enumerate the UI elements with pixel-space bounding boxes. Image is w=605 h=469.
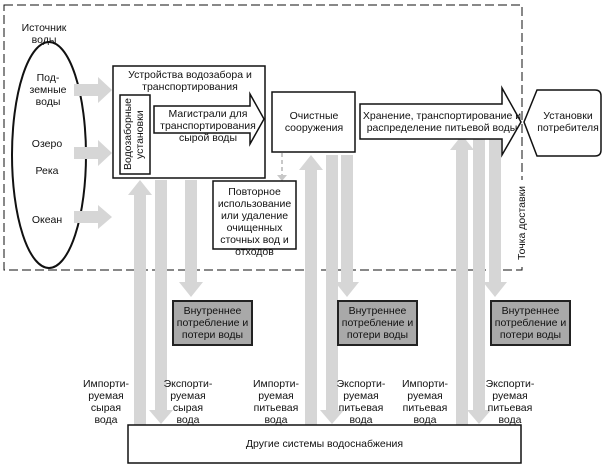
source-arrows	[74, 77, 112, 229]
intake-installations-label: Водозаборные установки	[122, 98, 146, 171]
other-systems-label: Другие системы водоснабжения	[245, 438, 404, 450]
internal-losses-box-1: Внутреннее потребление и потери воды	[172, 300, 253, 346]
internal-losses-box-3: Внутреннее потребление и потери воды	[490, 300, 571, 346]
source-groundwater: Под-земные воды	[29, 72, 67, 108]
treatment-label: Очистные сооружения	[284, 110, 344, 134]
other-systems-box	[127, 424, 522, 464]
consumer-shape	[523, 89, 602, 157]
source-lake: Озеро	[31, 138, 63, 150]
source-river: Река	[35, 165, 59, 177]
arrow-loss-1	[179, 180, 203, 297]
flow-export-potable-1: Экспорти-руемая питьевая вода	[336, 378, 386, 426]
flow-import-potable-1: Импорти-руемая питьевая вода	[252, 378, 300, 426]
system-boundary	[3, 4, 523, 271]
arrow-import-raw	[128, 180, 152, 425]
distribution-label: Хранение, транспортирование и распределе…	[362, 110, 522, 134]
reuse-label: Повторное использование или удаление очи…	[217, 186, 292, 258]
arrow-export-potable-2-shaft	[473, 135, 485, 410]
consumer-label: Установки потребителя	[537, 110, 599, 134]
arrow-import-potable-2	[450, 135, 474, 425]
arrow-export-raw-shaft	[155, 180, 167, 410]
arrow-export-potable-2-head	[467, 410, 491, 424]
reuse-dashed-head	[277, 175, 287, 181]
intake-box	[112, 65, 266, 179]
internal-losses-box-2: Внутреннее потребление и потери воды	[337, 300, 418, 346]
intake-title: Устройства водозабора и транспортировани…	[128, 69, 252, 93]
source-title: Источник воды	[21, 22, 67, 46]
arrow-import-potable-1	[299, 155, 323, 425]
mains-arrow	[153, 91, 265, 147]
flow-import-raw: Импорти-руемая сырая вода	[82, 378, 130, 426]
arrow-groundwater	[74, 77, 112, 103]
vertical-flow-arrows	[128, 135, 507, 425]
arrow-loss-2	[335, 155, 359, 297]
arrow-export-potable-1-shaft	[326, 155, 338, 410]
arrow-loss-3	[483, 135, 507, 297]
distribution-arrow	[359, 85, 522, 158]
arrow-ocean	[74, 205, 112, 229]
arrow-export-raw-head	[149, 410, 173, 424]
arrow-lake-river	[74, 140, 112, 166]
arrow-export-potable-1-head	[320, 410, 344, 424]
reuse-box	[212, 180, 297, 250]
intake-installations-box	[119, 94, 151, 175]
source-ocean: Океан	[31, 214, 63, 226]
flow-import-potable-2: Импорти-руемая питьевая вода	[401, 378, 449, 426]
flow-export-raw: Экспорти-руемая сырая вода	[163, 378, 213, 426]
treatment-box	[271, 91, 356, 153]
delivery-point-label: Точка доставки	[516, 180, 528, 266]
mains-label: Магистрали для транспортирования сырой в…	[160, 108, 256, 144]
flow-export-potable-2: Экспорти-руемая питьевая вода	[485, 378, 535, 426]
